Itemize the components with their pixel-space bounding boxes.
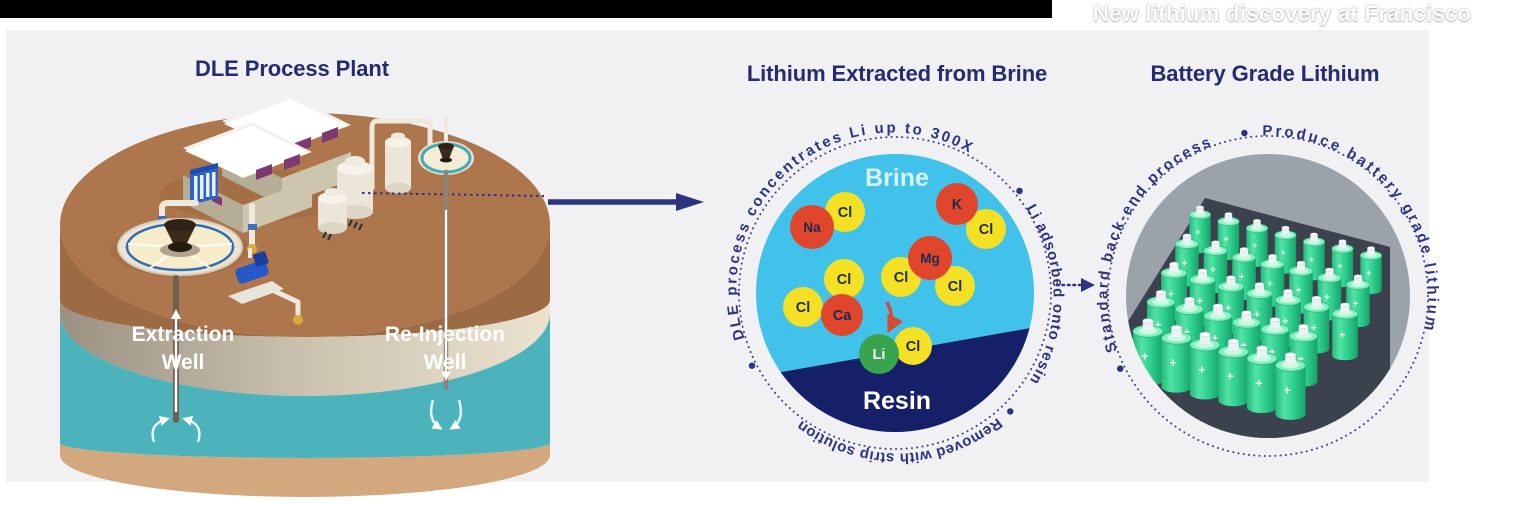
control-cabinet <box>190 163 218 205</box>
battery-cell <box>1189 331 1221 401</box>
pipe-joint-blue <box>248 224 257 230</box>
battery-cell <box>1246 345 1278 414</box>
extraction-well-label-line2: Well <box>162 351 205 374</box>
svg-text:●: ● <box>742 358 761 374</box>
ion-chloride: Cl <box>825 192 865 232</box>
pipe-joint-blue <box>158 216 167 222</box>
battery-cell <box>1274 352 1307 421</box>
ion-label-calcium: Ca <box>833 308 852 324</box>
battery-cell <box>1160 324 1193 394</box>
ion-label-chloride: Cl <box>979 222 994 238</box>
base-tan-band <box>60 443 550 497</box>
battery-cell <box>1331 302 1359 361</box>
ion-label-sodium: Na <box>803 220 821 235</box>
plant-to-brine-arrow <box>548 193 704 211</box>
reinjection-well-label-line2: Well <box>424 351 467 374</box>
ion-chloride: Cl <box>824 259 864 299</box>
ion-chloride: Cl <box>783 287 823 327</box>
reinjection-wellhead <box>418 118 474 175</box>
ion-label-chloride: Cl <box>838 205 853 221</box>
brine-to-battery-dotted-arrow <box>1055 278 1095 292</box>
svg-text:●: ● <box>1001 402 1019 420</box>
ion-label-magnesium: Mg <box>920 251 940 266</box>
battery-grade-diagram: + ● Standard back-end process ● Produce … <box>1095 123 1439 457</box>
rock-band <box>60 300 550 396</box>
top-clipped-header-bar <box>0 0 1052 18</box>
extraction-well-bore <box>151 275 201 443</box>
extraction-well-label-line1: Extraction <box>132 323 235 346</box>
ion-sodium: Na <box>790 205 834 249</box>
dotted-ring <box>738 136 1052 450</box>
storage-tank-tall <box>385 132 411 194</box>
brine-zone-label: Brine <box>865 164 929 192</box>
svg-text:●: ● <box>1010 182 1029 200</box>
pipe-collar-yellow <box>293 315 303 325</box>
ion-chloride: Cl <box>966 209 1006 249</box>
ion-label-potassium: K <box>952 197 963 213</box>
svg-text:●: ● <box>1110 361 1129 377</box>
ion-label-chloride: Cl <box>948 279 963 295</box>
svg-text:●: ● <box>1239 124 1250 142</box>
adsorption-arrow <box>885 301 904 334</box>
battery-cell <box>1132 318 1164 387</box>
ion-label-chloride: Cl <box>796 300 811 316</box>
plant-section-heading: DLE Process Plant <box>195 56 389 81</box>
ion-label-lithium: Li <box>873 347 886 363</box>
ion-calcium: Ca <box>821 294 863 336</box>
clipped-slide-title: New lithium discovery at Francisco <box>1093 1 1472 26</box>
ion-potassium: K <box>936 183 978 225</box>
brine-section-heading: Lithium Extracted from Brine <box>746 61 1048 86</box>
dotted-ring <box>1107 135 1429 457</box>
ion-lithium: Li <box>859 334 899 374</box>
battery-section-heading: Battery Grade Lithium <box>1150 61 1380 86</box>
tank-valves <box>322 219 363 241</box>
ion-label-chloride: Cl <box>894 270 909 286</box>
reinjection-well-bore <box>429 169 463 430</box>
ion-chloride: Cl <box>894 327 932 365</box>
extraction-pool <box>117 218 243 276</box>
battery-cell <box>1217 338 1250 407</box>
reinjection-well-label-line1: Re-Injection <box>385 323 505 346</box>
dle-plant-illustration: Extraction Well Re-Injection Well <box>60 95 550 497</box>
ion-magnesium: Mg <box>908 236 952 280</box>
dotted-flow-line <box>361 192 545 197</box>
resin-zone-label: Resin <box>863 387 931 415</box>
ion-label-chloride: Cl <box>906 339 921 355</box>
ion-chloride: Cl <box>935 266 975 306</box>
pump-unit <box>228 248 284 304</box>
ion-label-chloride: Cl <box>837 272 852 288</box>
storage-tank-small <box>318 188 347 234</box>
